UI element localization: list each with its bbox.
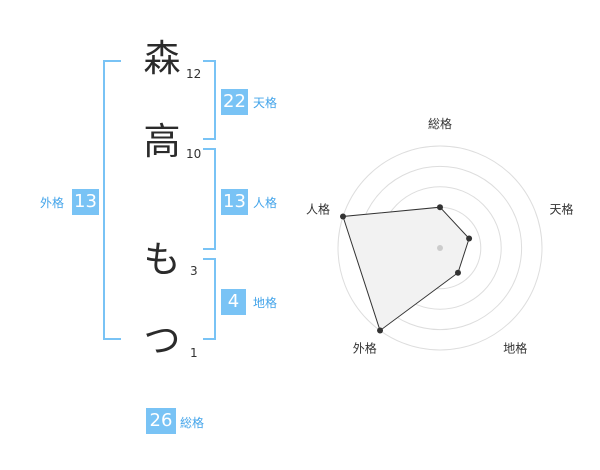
radar-center-dot: [437, 245, 443, 251]
chikaku-value: 4: [221, 289, 246, 315]
radar-point: [466, 235, 473, 242]
radar-axis-label: 人格: [306, 202, 330, 217]
tenkaku-value: 22: [221, 89, 248, 115]
name-char-4: つ: [143, 319, 181, 362]
radar-point: [339, 213, 346, 220]
radar-axis-label: 地格: [503, 340, 527, 355]
radar-polygon: [342, 206, 470, 332]
radar-point: [437, 204, 443, 211]
radar-axis-label: 天格: [550, 202, 574, 217]
name-char-2: 高: [143, 120, 181, 163]
gaikaku-label: 外格: [40, 196, 65, 210]
chikaku-bracket: [203, 258, 216, 340]
radar-ring: [337, 145, 543, 351]
gaikaku-value: 13: [72, 189, 99, 215]
radar-axis-label: 外格: [353, 340, 377, 355]
stroke-count-4: 1: [190, 346, 198, 360]
radar-points: [339, 204, 473, 334]
radar-point: [454, 269, 461, 276]
stroke-count-1: 12: [186, 67, 202, 81]
gaikaku-bracket: [103, 60, 121, 340]
radar-axis-label: 総格: [428, 116, 452, 131]
stroke-count-3: 3: [190, 264, 198, 278]
stroke-count-2: 10: [186, 147, 202, 161]
chikaku-label: 地格: [253, 296, 278, 310]
soukaku-value: 26: [146, 408, 176, 434]
name-char-1: 森: [143, 37, 181, 80]
jinkaku-label: 人格: [253, 196, 278, 210]
tenkaku-label: 天格: [253, 96, 278, 110]
soukaku-label: 総格: [180, 416, 205, 430]
radar-point: [377, 327, 384, 334]
jinkaku-bracket: [203, 148, 216, 250]
jinkaku-value: 13: [221, 189, 248, 215]
tenkaku-bracket: [203, 60, 216, 140]
name-char-3: も: [143, 238, 181, 281]
